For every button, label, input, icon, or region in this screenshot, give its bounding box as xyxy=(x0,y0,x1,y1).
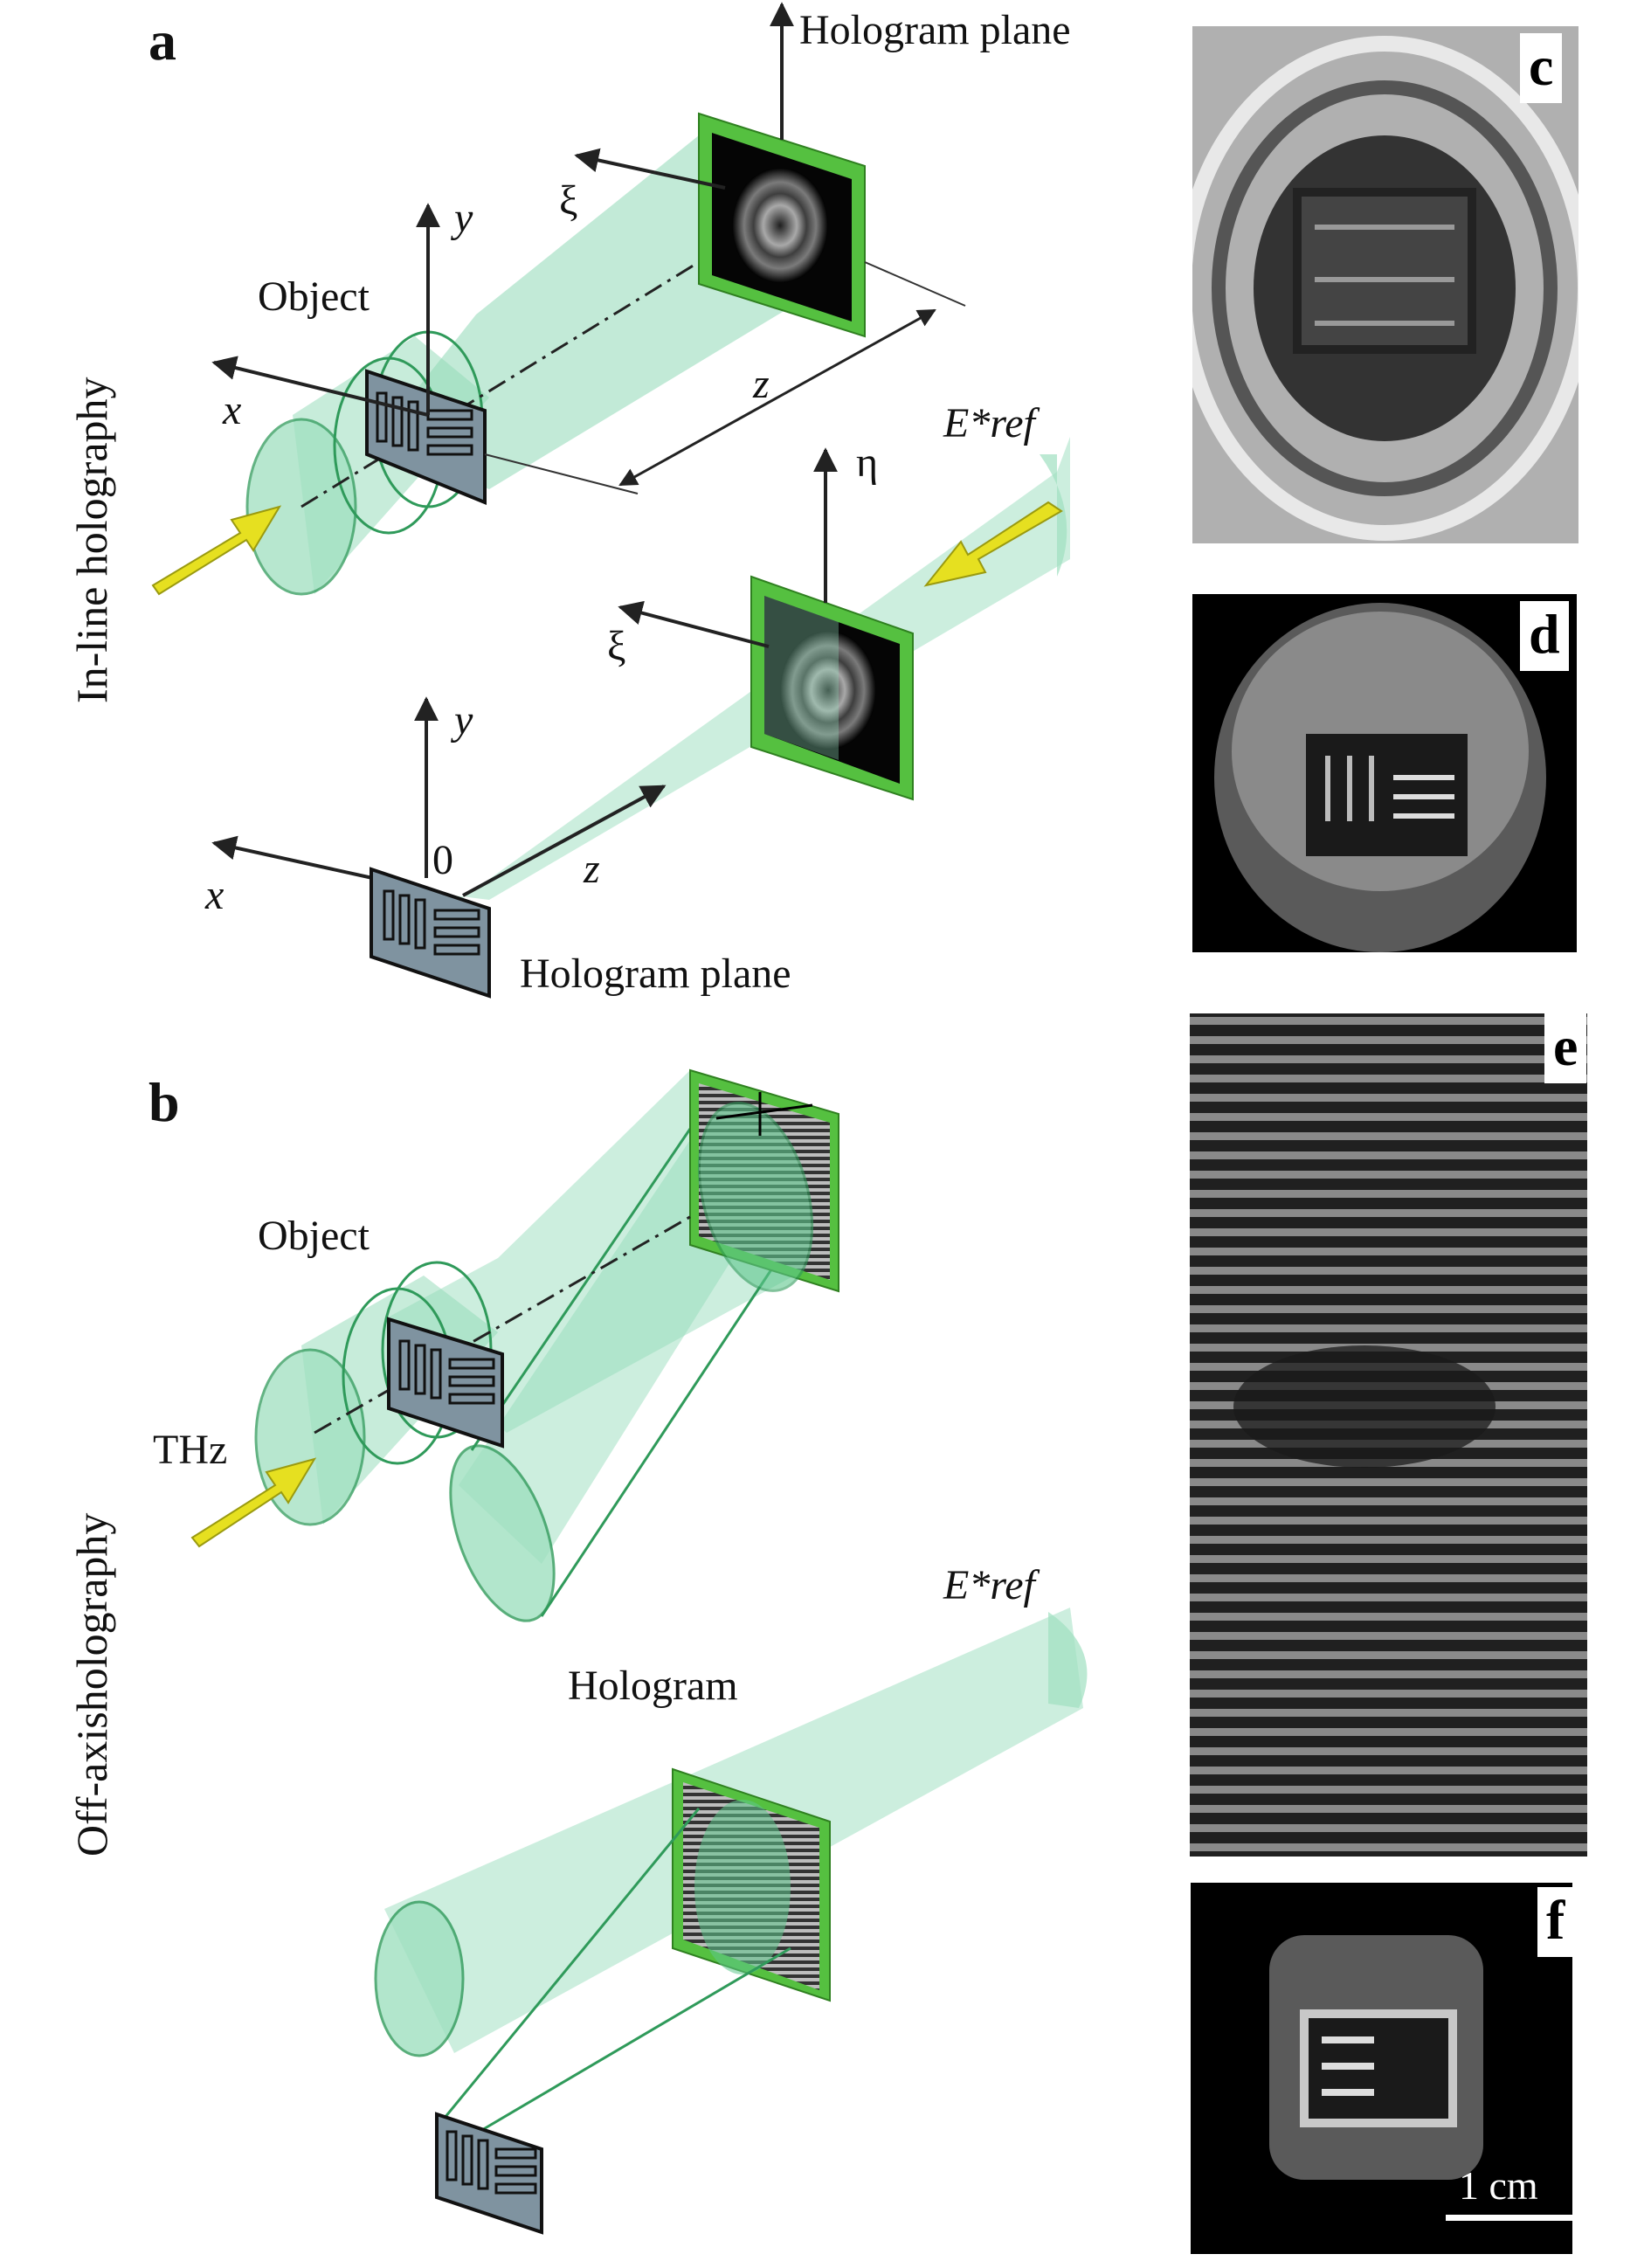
panel-e-letter: e xyxy=(1544,1013,1587,1083)
hologram-plane-label-bottom: Hologram plane xyxy=(520,951,791,997)
hologram-reconstruct-a xyxy=(750,575,914,801)
panel-f-image xyxy=(1191,1883,1572,2254)
panel-d-letter: d xyxy=(1520,601,1569,671)
ref-beam-end-a xyxy=(1040,454,1067,577)
object-b-bottom xyxy=(435,2112,543,2235)
panel-b-title: Off-axisholography xyxy=(67,1513,116,1857)
object-a xyxy=(365,369,487,505)
panel-a-title: In-line holography xyxy=(67,377,116,703)
z-dim-line-b xyxy=(864,261,966,307)
ring-pattern-a xyxy=(732,168,828,283)
diverging-beam-b xyxy=(459,1127,760,1564)
ref-arrow-a xyxy=(923,501,1063,587)
z-label-a-bot: z xyxy=(583,846,600,892)
x-axis-a xyxy=(211,356,429,417)
z-dim-line-a xyxy=(484,453,639,494)
object-label-b: Object xyxy=(258,1213,370,1259)
xi-label-a: ξ xyxy=(559,177,577,224)
y-label-a-bot: y xyxy=(450,697,473,743)
x-label-a-bot: x xyxy=(204,872,224,918)
panel-c-image xyxy=(1192,26,1578,543)
recon-edge-1 xyxy=(435,1808,701,2128)
diverging-edge-2 xyxy=(540,1240,792,1617)
z-label-a: z xyxy=(752,361,770,407)
thz-arrow-a xyxy=(151,505,282,596)
eref-label-b: E*ref xyxy=(943,1562,1040,1608)
panel-a-letter: a xyxy=(149,10,176,72)
xi-axis-mid xyxy=(618,600,770,648)
hologram-label-b: Hologram xyxy=(568,1663,738,1709)
panel-b-letter: b xyxy=(149,1071,180,1133)
eta-label: η xyxy=(856,439,878,486)
xi-axis-a xyxy=(574,148,726,190)
object-a-bottom xyxy=(370,867,491,999)
scale-bar-label: 1 cm xyxy=(1459,2163,1538,2208)
x-label-a: x xyxy=(222,387,241,433)
scale-bar xyxy=(1446,2215,1581,2221)
diverging-beam-end-b xyxy=(449,1444,556,1622)
diverging-edge-1 xyxy=(470,1109,705,1451)
recon-edge-2 xyxy=(471,1946,791,2138)
panel-c-letter: c xyxy=(1520,33,1563,103)
hologram-b xyxy=(689,1068,839,1293)
thz-label: THz xyxy=(153,1427,227,1473)
x-axis-a-bot xyxy=(211,835,385,882)
optical-axis-a xyxy=(300,260,700,508)
y-label-a: y xyxy=(450,195,473,241)
panel-d-image xyxy=(1192,594,1577,952)
ref-beam-end-b xyxy=(1048,1612,1088,1708)
origin-label: 0 xyxy=(432,837,453,883)
hologram-plane-label-top: Hologram plane xyxy=(799,7,1071,53)
object-b xyxy=(387,1317,504,1449)
hologram-reconstruct-b xyxy=(672,1767,831,2002)
thz-arrow-b xyxy=(190,1457,317,1548)
xi-label-mid: ξ xyxy=(607,623,625,669)
ref-beam-a xyxy=(419,437,1070,904)
panel-e-image xyxy=(1190,1013,1587,1857)
object-label-a: Object xyxy=(258,273,370,320)
z-axis-a-bot xyxy=(462,785,667,897)
panel-f-letter: f xyxy=(1537,1887,1574,1957)
eref-label-a: E*ref xyxy=(943,400,1040,446)
ref-beam-start-b xyxy=(374,1900,465,2057)
z-dimension-a xyxy=(618,308,936,487)
